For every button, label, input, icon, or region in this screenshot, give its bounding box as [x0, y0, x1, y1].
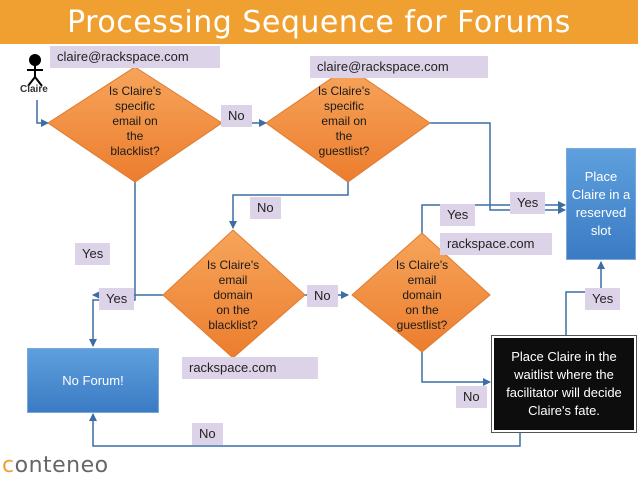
- example-email-label: claire@rackspace.com: [50, 46, 220, 68]
- decision-line: the: [335, 129, 353, 143]
- decision-line: on the: [405, 303, 439, 317]
- example-domain-label: rackspace.com: [440, 233, 552, 255]
- decision-line: specific: [114, 99, 155, 113]
- title-banner: Processing Sequence for Forums: [0, 0, 638, 44]
- outcome-reserved-slot-text: Place Claire in a reserved slot: [571, 169, 631, 238]
- decision-domain-guestlist-text: Is Claire's email domain on the guestlis…: [382, 258, 462, 333]
- decision-email-guestlist-text: Is Claire's specific email on the guestl…: [304, 84, 384, 159]
- decision-email-blacklist-text: Is Claire's specific email on the blackl…: [95, 84, 175, 159]
- decision-line: email on: [321, 114, 367, 128]
- decision-line: Is Claire's: [395, 258, 449, 272]
- edge-label-yes: Yes: [99, 288, 135, 310]
- connector-no-4: [421, 352, 491, 386]
- decision-line: Is Claire's: [108, 84, 162, 98]
- edge-label-yes: Yes: [510, 192, 546, 214]
- outcome-waitlist: Place Claire in the waitlist where the f…: [491, 335, 637, 433]
- edge-label-no: No: [307, 285, 338, 307]
- decision-line: email: [407, 273, 437, 287]
- decision-line: email: [218, 273, 248, 287]
- decision-line: blacklist?: [110, 144, 160, 158]
- decision-line: blacklist?: [208, 318, 258, 332]
- decision-line: on the: [216, 303, 250, 317]
- decision-line: domain: [402, 288, 442, 302]
- logo-prefix: c: [2, 453, 15, 478]
- page-title: Processing Sequence for Forums: [67, 4, 571, 40]
- outcome-no-forum-text: No Forum!: [62, 372, 124, 388]
- decision-email-blacklist: [47, 66, 223, 183]
- conteneo-logo: conteneo: [2, 453, 109, 478]
- edge-label-no: No: [456, 386, 487, 408]
- person-icon: [27, 54, 43, 87]
- decision-line: guestlist?: [318, 144, 370, 158]
- edge-label-no: No: [192, 423, 223, 445]
- decision-line: Is Claire's: [206, 258, 260, 272]
- edge-label-yes: Yes: [440, 204, 476, 226]
- decision-domain-guestlist: [351, 232, 491, 353]
- edge-label-yes: Yes: [585, 288, 621, 310]
- connector-yes-5: [565, 261, 605, 335]
- outcome-waitlist-text: Place Claire in the waitlist where the f…: [506, 349, 622, 418]
- logo-rest: onteneo: [14, 453, 109, 478]
- outcome-no-forum: No Forum!: [27, 348, 159, 413]
- edge-label-yes: Yes: [75, 243, 111, 265]
- decision-line: guestlist?: [396, 318, 448, 332]
- actor-label: Claire: [20, 84, 48, 95]
- decision-domain-blacklist-text: Is Claire's email domain on the blacklis…: [193, 258, 273, 333]
- decision-line: the: [126, 129, 144, 143]
- decision-line: domain: [213, 288, 253, 302]
- edge-label-no: No: [250, 197, 281, 219]
- edge-label-no: No: [221, 105, 252, 127]
- outcome-reserved-slot: Place Claire in a reserved slot: [566, 148, 636, 260]
- decision-email-guestlist: [265, 66, 431, 183]
- decision-line: specific: [323, 99, 364, 113]
- example-email-label: claire@rackspace.com: [310, 56, 488, 78]
- example-domain-label: rackspace.com: [182, 357, 318, 379]
- decision-line: Is Claire's: [317, 84, 371, 98]
- connector-no-5: [89, 413, 521, 447]
- decision-line: email on: [112, 114, 158, 128]
- connector-no-2: [229, 182, 349, 229]
- connector-start: [36, 100, 49, 127]
